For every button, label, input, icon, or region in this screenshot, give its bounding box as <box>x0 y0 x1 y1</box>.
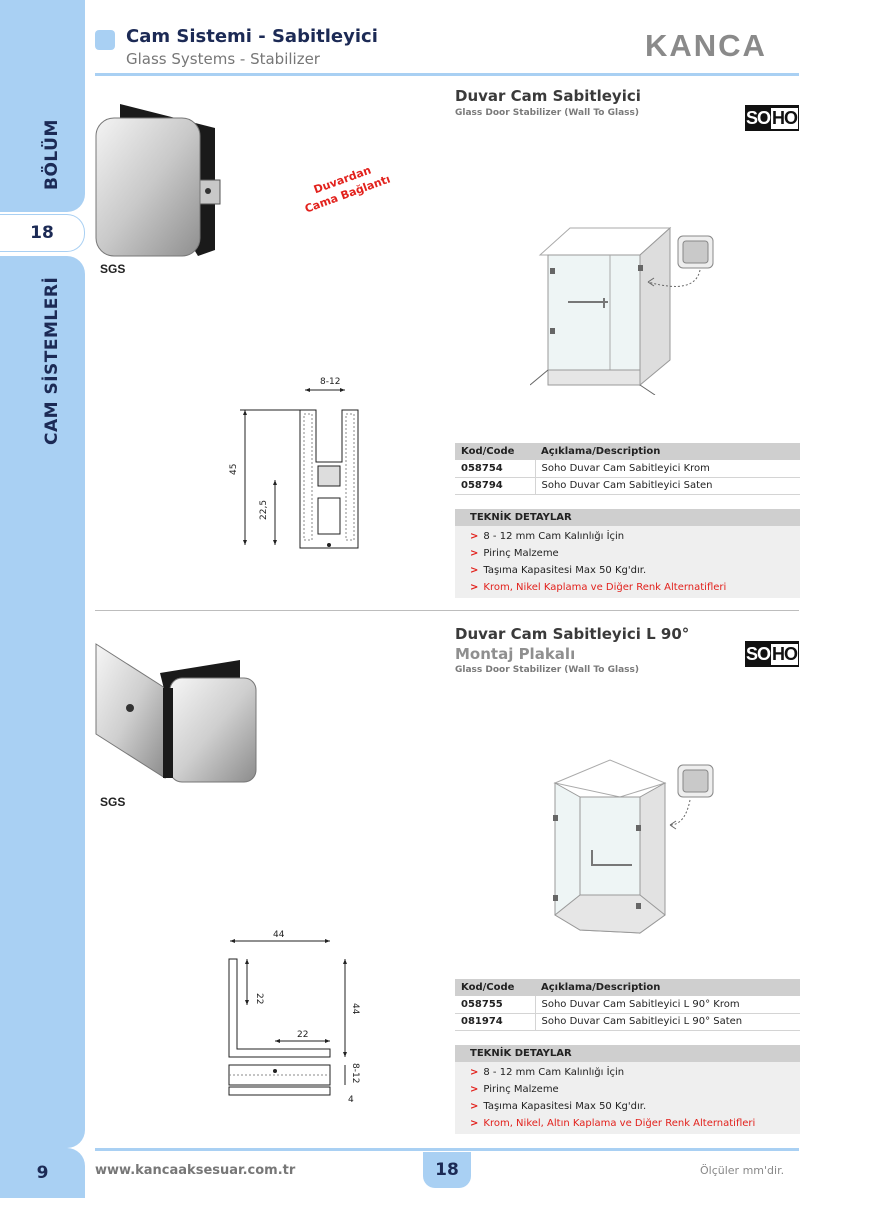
tech-item: >Taşıma Kapasitesi Max 50 Kg'dır. <box>470 565 647 576</box>
product1-title: Duvar Cam Sabitleyici <box>455 87 641 105</box>
desc-cell: Soho Duvar Cam Sabitleyici L 90° Saten <box>535 1013 800 1031</box>
section-divider <box>95 610 799 611</box>
section-name: CAM SİSTEMLERİ <box>42 276 62 445</box>
dim-top-label: 8-12 <box>320 377 340 387</box>
soho-badge-part-b: HO <box>771 107 798 129</box>
tech-item: >8 - 12 mm Cam Kalınlığı İçin <box>470 531 625 542</box>
header-rule <box>95 73 799 76</box>
arrow-right-icon: > <box>470 548 479 559</box>
dim-inner-label: 22 <box>297 1030 308 1040</box>
dim-height-label: 44 <box>350 1003 360 1015</box>
arrow-right-icon: > <box>470 1067 479 1078</box>
dim-base-label: 4 <box>348 1095 354 1105</box>
product1-tech-header: TEKNİK DETAYLAR <box>455 509 800 526</box>
dimension-drawing-1: 8-12 45 22,5 <box>229 377 359 549</box>
page-number-left: 9 <box>0 1148 85 1198</box>
col-desc-header: Açıklama/Description <box>535 979 800 996</box>
product2-photo <box>95 643 257 783</box>
wall-to-glass-tag: Duvardan Cama Bağlantı <box>298 158 393 217</box>
code-cell: 058754 <box>455 460 536 478</box>
header-marker <box>95 30 115 50</box>
product1-subtitle: Glass Door Stabilizer (Wall To Glass) <box>455 108 639 118</box>
product1-photo <box>95 104 221 257</box>
arrow-right-icon: > <box>470 1084 479 1095</box>
units-note: Ölçüler mm'dir. <box>700 1164 785 1177</box>
code-cell: 081974 <box>455 1013 536 1031</box>
section-label: BÖLÜM <box>42 119 62 190</box>
shower-illustration-1 <box>530 226 714 395</box>
desc-cell: Soho Duvar Cam Sabitleyici L 90° Krom <box>535 996 800 1014</box>
arrow-right-icon: > <box>470 1118 479 1129</box>
tech-item: >Taşıma Kapasitesi Max 50 Kg'dır. <box>470 1101 647 1112</box>
curved-arrow-icon <box>647 269 701 287</box>
tech-item: >Krom, Nikel Kaplama ve Diğer Renk Alter… <box>470 582 727 593</box>
rail-top <box>0 0 85 212</box>
soho-badge-part-a: SO <box>745 643 771 664</box>
arrow-right-icon: > <box>470 582 479 593</box>
code-cell: 058755 <box>455 996 536 1014</box>
page-subtitle: Glass Systems - Stabilizer <box>126 50 320 68</box>
dim-gap-label: 8-12 <box>350 1063 360 1083</box>
shower-illustration-2 <box>553 759 714 934</box>
product2-title-line2: Montaj Plakalı <box>455 645 576 663</box>
brand-logo: KANCA <box>645 28 767 63</box>
product2-subtitle: Glass Door Stabilizer (Wall To Glass) <box>455 665 639 675</box>
arrow-right-icon: > <box>470 565 479 576</box>
product1-tech-list: >8 - 12 mm Cam Kalınlığı İçin >Pirinç Ma… <box>455 526 800 598</box>
dim-mid-label: 22,5 <box>259 500 269 520</box>
table-row: 058794 Soho Duvar Cam Sabitleyici Saten <box>455 477 800 495</box>
product2-title: Duvar Cam Sabitleyici L 90° <box>455 625 690 643</box>
arrow-right-icon: > <box>470 1101 479 1112</box>
website-link[interactable]: www.kancaaksesuar.com.tr <box>95 1163 296 1178</box>
sgs-logo: SGS <box>100 262 126 276</box>
dimension-drawing-2: 44 22 22 44 8-12 4 <box>228 930 360 1105</box>
table-row: 081974 Soho Duvar Cam Sabitleyici L 90° … <box>455 1013 800 1031</box>
page-title: Cam Sistemi - Sabitleyici <box>126 26 378 47</box>
desc-cell: Soho Duvar Cam Sabitleyici Saten <box>535 477 800 495</box>
dim-width-label: 44 <box>273 930 285 940</box>
product2-tech-header: TEKNİK DETAYLAR <box>455 1045 800 1062</box>
product1-code-table: Kod/Code Açıklama/Description 058754 Soh… <box>455 443 800 495</box>
dim-height-label: 45 <box>229 464 239 475</box>
product2-code-table: Kod/Code Açıklama/Description 058755 Soh… <box>455 979 800 1031</box>
arrow-right-icon: > <box>470 531 479 542</box>
col-desc-header: Açıklama/Description <box>535 443 800 460</box>
rail-bottom <box>0 256 85 1148</box>
soho-badge-part-a: SO <box>745 107 771 128</box>
footer-rule <box>95 1148 799 1151</box>
section-number: 18 <box>0 214 85 252</box>
curved-arrow-icon <box>669 799 691 826</box>
section-rail: BÖLÜM 18 CAM SİSTEMLERİ <box>0 0 85 1148</box>
page-number-center: 18 <box>423 1152 471 1188</box>
dim-left-label: 22 <box>254 993 264 1004</box>
sgs-logo: SGS <box>100 795 126 809</box>
tech-item: >Krom, Nikel, Altın Kaplama ve Diğer Ren… <box>470 1118 756 1129</box>
table-row: 058754 Soho Duvar Cam Sabitleyici Krom <box>455 460 800 478</box>
desc-cell: Soho Duvar Cam Sabitleyici Krom <box>535 460 800 478</box>
tech-item: >8 - 12 mm Cam Kalınlığı İçin <box>470 1067 625 1078</box>
table-row: 058755 Soho Duvar Cam Sabitleyici L 90° … <box>455 996 800 1014</box>
tech-item: >Pirinç Malzeme <box>470 1084 559 1095</box>
tech-item: >Pirinç Malzeme <box>470 548 559 559</box>
col-code-header: Kod/Code <box>455 443 535 460</box>
soho-badge-part-b: HO <box>771 643 798 665</box>
product2-tech-list: >8 - 12 mm Cam Kalınlığı İçin >Pirinç Ma… <box>455 1062 800 1134</box>
col-code-header: Kod/Code <box>455 979 535 996</box>
code-cell: 058794 <box>455 477 536 495</box>
